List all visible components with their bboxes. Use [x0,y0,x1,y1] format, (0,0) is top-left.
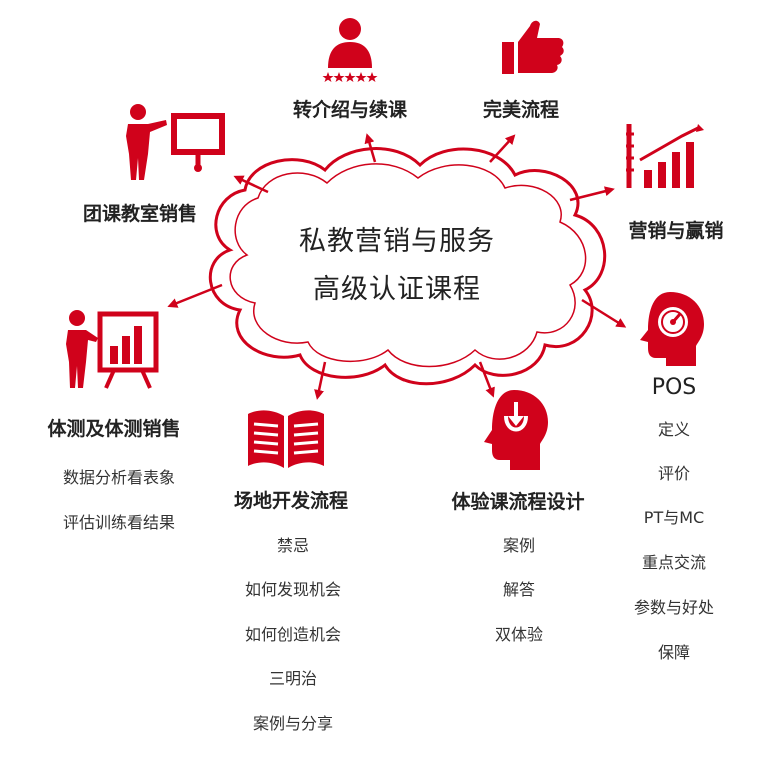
floor-item-2: 如何发现机会 [244,580,342,599]
floor-item-4: 三明治 [268,669,318,688]
branch-marketing-label: 营销与赢销 [628,220,724,242]
center-title-line-2: 高级认证课程 [313,274,481,305]
arrow-pos [581,298,627,328]
pos-item-5: 参数与好处 [633,598,715,617]
branch-referral-label: 转介绍与续课 [292,99,408,121]
branch-process-label: 完美流程 [482,99,560,121]
person-five-stars-icon [322,18,378,82]
trial-item-3: 双体验 [494,625,544,644]
pos-item-2: 评价 [657,464,691,483]
arrow-process [489,134,516,163]
branch-floor-label: 场地开发流程 [233,490,349,512]
rising-bar-chart-icon [626,124,704,188]
arrow-referral [364,133,377,163]
floor-item-1: 禁忌 [276,536,310,555]
pos-item-1: 定义 [657,420,691,439]
cloud-outline [208,147,607,386]
arrow-trial [478,361,495,398]
fitness-test-item-2: 评估训练看结果 [62,513,176,532]
arrow-group-class [233,175,269,194]
floor-item-5: 案例与分享 [252,714,334,733]
center-title-line-1: 私教营销与服务 [299,226,495,257]
pos-item-6: 保障 [657,643,691,662]
pos-item-4: 重点交流 [641,553,707,572]
head-download-icon [484,390,548,470]
pos-item-3: PT与MC [643,508,705,527]
open-book-icon [248,410,324,468]
arrow-fitness-test [167,283,223,308]
branch-trial-label: 体验课流程设计 [451,491,585,513]
presenter-board-icon [126,104,225,180]
trial-item-1: 案例 [502,536,536,555]
branch-group-class-label: 团课教室销售 [82,203,198,225]
cloud-inner-outline [229,163,587,368]
trial-item-2: 解答 [502,580,536,599]
branch-pos-label: POS [651,375,697,400]
presenter-chart-icon [66,310,159,389]
arrow-floor [314,361,327,400]
thumbs-up-icon [502,20,564,74]
floor-item-3: 如何创造机会 [244,625,342,644]
branch-fitness-test-label: 体测及体测销售 [47,418,181,440]
arrow-marketing [569,186,615,202]
head-gauge-icon [640,292,704,366]
fitness-test-item-1: 数据分析看表象 [62,468,176,487]
